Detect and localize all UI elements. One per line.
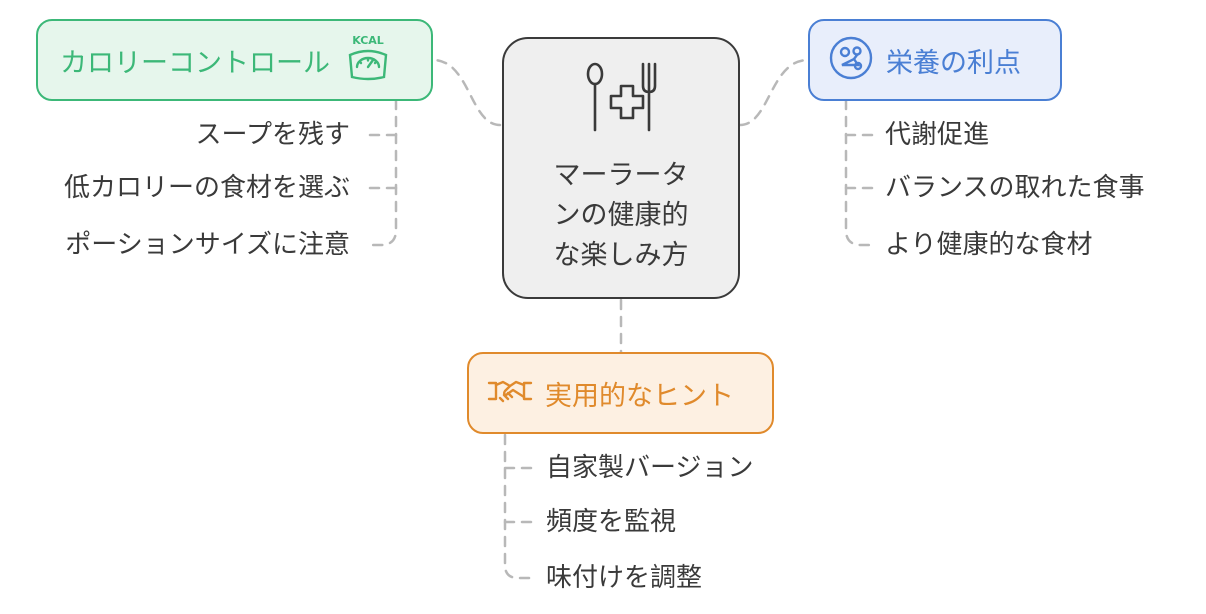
svg-text:KCAL: KCAL <box>352 34 384 47</box>
calorie-control-node[interactable]: カロリーコントロール KCAL <box>36 19 433 101</box>
center-title-line-1: マーラータ <box>553 160 689 191</box>
practical-tips-node[interactable]: 実用的なヒント <box>467 352 774 434</box>
nutrition-benefits-title: 栄養の利点 <box>886 47 1021 79</box>
nutrition-benefits-node[interactable]: 栄養の利点 <box>808 19 1062 101</box>
tips-item-3: 味付けを調整 <box>546 563 703 593</box>
nutrition-item-1: 代謝促進 <box>885 120 990 150</box>
center-title-line-3: な楽しみ方 <box>553 240 689 271</box>
nutrition-item-2: バランスの取れた食事 <box>885 173 1145 203</box>
nutrition-item-3: より健康的な食材 <box>885 230 1093 260</box>
tips-item-2: 頻度を監視 <box>546 507 677 537</box>
vegetables-plate-icon <box>828 35 874 85</box>
calorie-control-title: カロリーコントロール <box>60 47 330 79</box>
practical-tips-title: 実用的なヒント <box>545 380 734 412</box>
calorie-item-1: スープを残す <box>195 120 350 150</box>
tips-item-1: 自家製バージョン <box>546 453 754 483</box>
calorie-item-2: 低カロリーの食材を選ぶ <box>63 173 350 203</box>
center-title-line-2: ンの健康的 <box>553 200 689 231</box>
kcal-scale-icon: KCAL <box>344 33 392 87</box>
fork-spoon-medical-icon <box>581 60 661 138</box>
calorie-item-3: ポーションサイズに注意 <box>65 230 350 260</box>
center-node[interactable]: マーラータ ンの健康的 な楽しみ方 <box>502 37 740 299</box>
handshake-icon <box>487 373 533 413</box>
